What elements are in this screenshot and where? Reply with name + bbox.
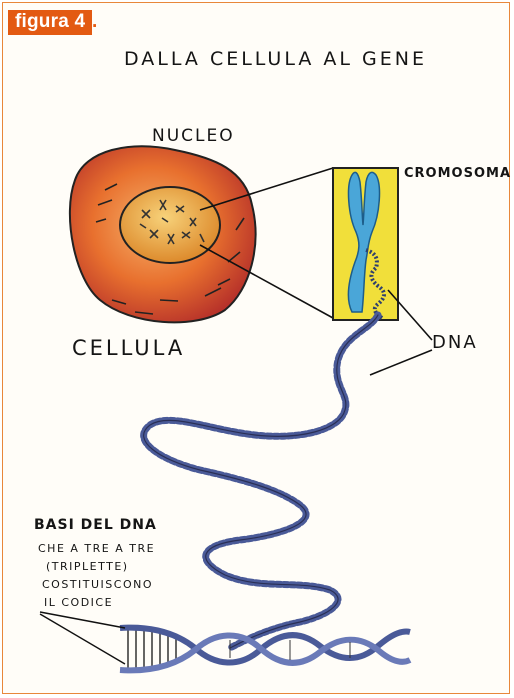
dna-strand bbox=[144, 315, 378, 648]
label-cellula: CELLULA bbox=[72, 336, 185, 360]
label-nucleo: NUCLEO bbox=[152, 126, 235, 146]
note-line-1: CHE A TRE A TRE bbox=[38, 542, 155, 555]
label-dna: DNA bbox=[432, 332, 478, 353]
note-line-2: (TRIPLETTE) bbox=[46, 560, 129, 573]
label-cromosoma: CROMOSOMA bbox=[404, 166, 511, 181]
chromosome-panel bbox=[333, 168, 398, 320]
basi-pointer-lines bbox=[40, 612, 125, 664]
nucleus-drawing bbox=[120, 187, 220, 263]
diagram-title: DALLA CELLULA AL GENE bbox=[124, 48, 427, 70]
note-line-4: IL CODICE bbox=[44, 596, 113, 609]
cell-drawing bbox=[70, 146, 256, 322]
note-line-3: COSTITUISCONO bbox=[42, 578, 153, 591]
label-basi-del-dna: BASI DEL DNA bbox=[34, 517, 157, 533]
